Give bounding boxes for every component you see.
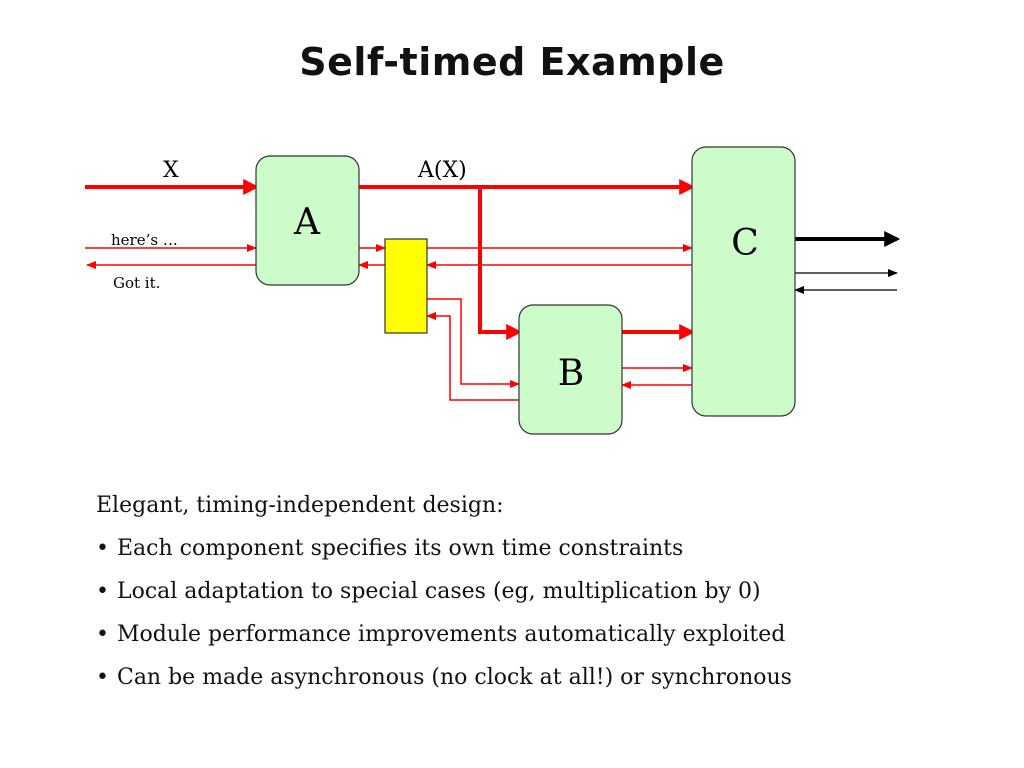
controller-latch bbox=[384, 238, 428, 334]
body-intro: Elegant, timing-independent design: bbox=[96, 493, 504, 518]
bullet-text: Module performance improvements automati… bbox=[116, 622, 786, 647]
bullet-item: Module performance improvements automati… bbox=[96, 613, 792, 656]
bullet-text: Each component specifies its own time co… bbox=[116, 536, 684, 561]
label-ax: A(X) bbox=[417, 158, 467, 183]
wire-ax-to-b bbox=[478, 187, 523, 340]
module-c-label: C bbox=[731, 223, 759, 264]
label-acknowledge: Got it. bbox=[113, 274, 160, 292]
wire-ctrl-req-to-b bbox=[427, 298, 520, 388]
module-b: B bbox=[518, 304, 623, 435]
module-c: C bbox=[691, 146, 796, 417]
module-a-label: A bbox=[293, 202, 321, 243]
bullet-item: Can be made asynchronous (no clock at al… bbox=[96, 656, 792, 699]
bullet-text: Can be made asynchronous (no clock at al… bbox=[116, 665, 792, 690]
wire-b-ack-to-ctrl bbox=[426, 312, 519, 401]
slide-title: Self-timed Example bbox=[299, 40, 725, 84]
label-request: here’s … bbox=[111, 231, 178, 249]
module-a: A bbox=[255, 155, 360, 286]
module-b-label: B bbox=[558, 353, 584, 394]
bullet-item: Each component specifies its own time co… bbox=[96, 527, 792, 570]
body-text: Elegant, timing-independent design: Each… bbox=[96, 484, 792, 699]
bullet-text: Local adaptation to special cases (eg, m… bbox=[116, 579, 761, 604]
label-x: X bbox=[163, 158, 179, 183]
bullet-item: Local adaptation to special cases (eg, m… bbox=[96, 570, 792, 613]
